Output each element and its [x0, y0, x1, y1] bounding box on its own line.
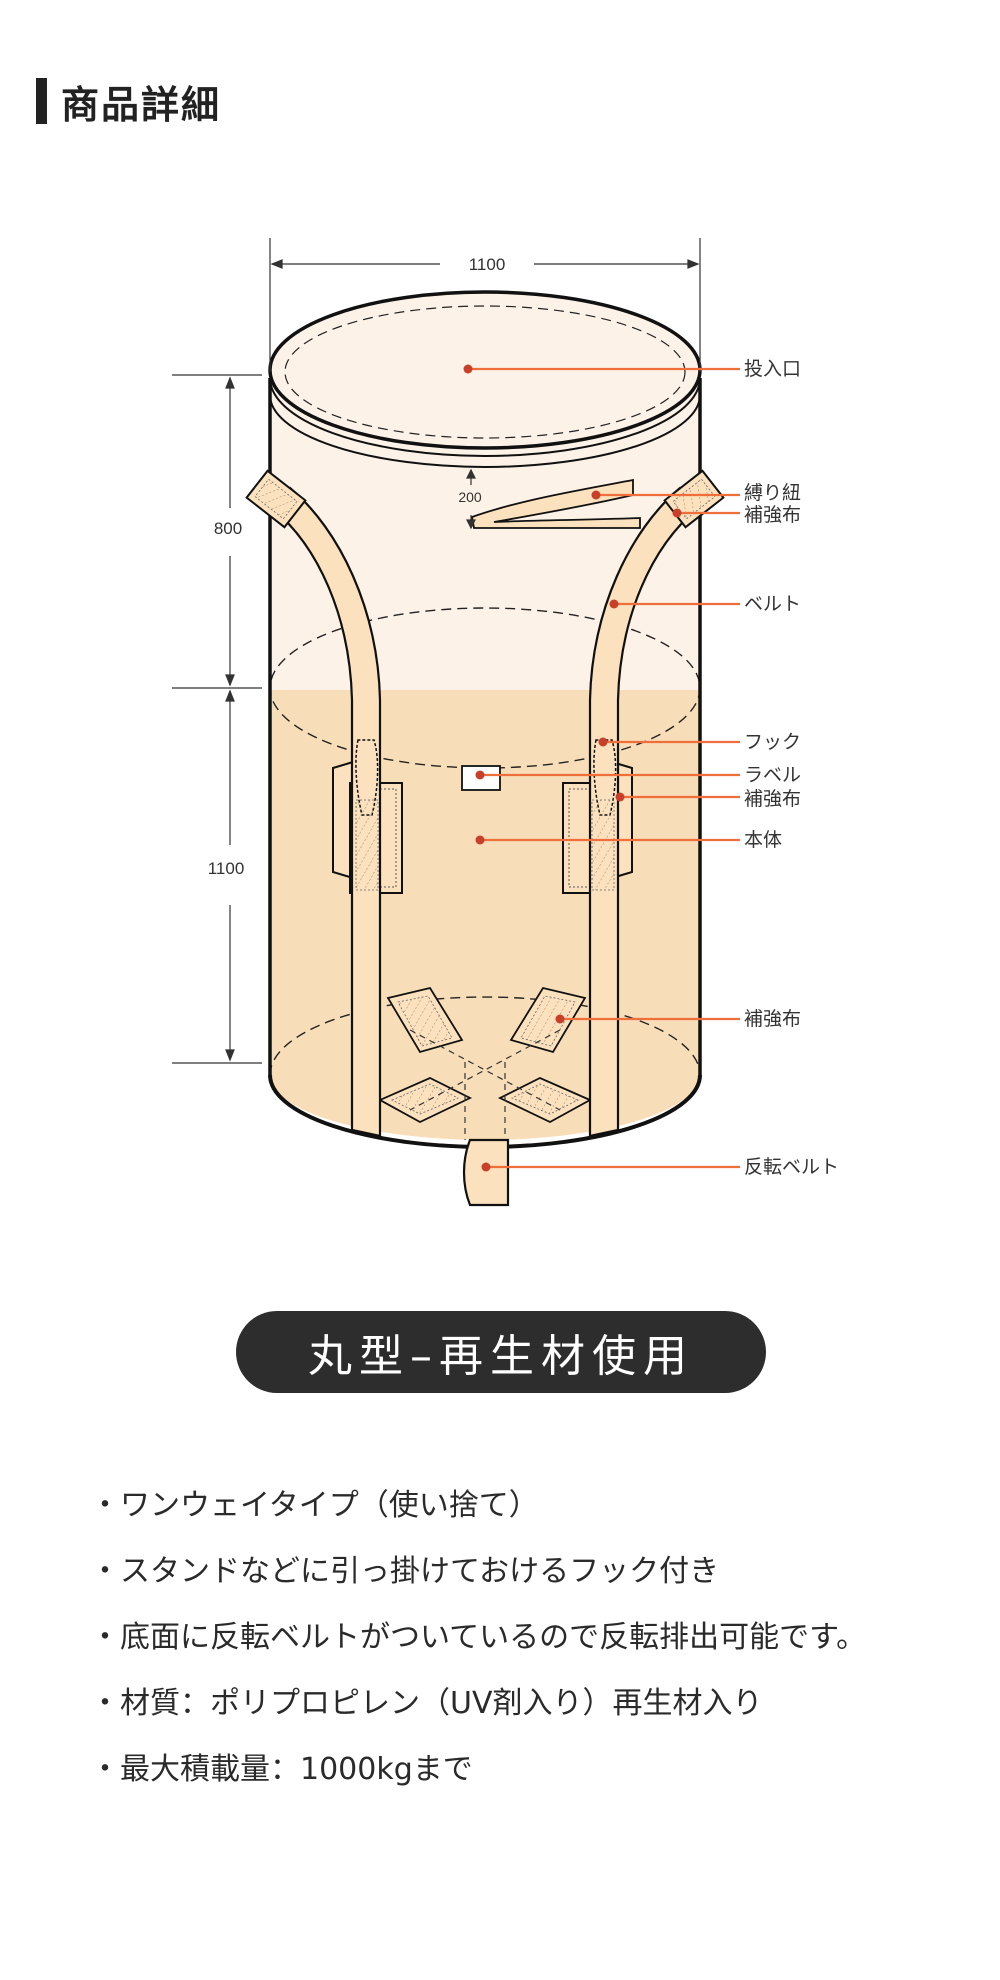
title-accent-bar — [36, 78, 47, 124]
label-tie-string: 縛り紐 — [744, 482, 801, 504]
dimension-lines — [172, 238, 701, 1064]
label-reinforcement-bottom: 補強布 — [744, 1008, 801, 1030]
feature-item: 材質：ポリプロピレン（UV剤入り）再生材入り — [90, 1686, 866, 1722]
type-badge: 丸型–再生材使用 — [236, 1311, 766, 1393]
dim-tie-offset-text: 200 — [458, 489, 482, 505]
section-title: 商品詳細 — [36, 78, 221, 127]
label-label: ラベル — [744, 764, 801, 786]
leader-dots — [463, 364, 682, 1172]
feature-list: ワンウェイタイプ（使い捨て） スタンドなどに引っ掛けておけるフック付き 底面に反… — [90, 1488, 866, 1818]
bag-lower-body — [270, 690, 700, 1140]
label-reverse-belt: 反転ベルト — [744, 1156, 839, 1178]
left-belt — [266, 486, 382, 1138]
feature-item: ワンウェイタイプ（使い捨て） — [90, 1488, 866, 1524]
leader-lines — [468, 367, 740, 1169]
dim-width-text: 1100 — [469, 255, 506, 274]
bag-upper-body — [270, 378, 700, 690]
feature-item: スタンドなどに引っ掛けておけるフック付き — [90, 1554, 866, 1590]
section-title-text: 商品詳細 — [61, 82, 222, 127]
top-inner-rim — [269, 377, 701, 457]
label-reinforcement-top: 補強布 — [744, 504, 801, 526]
label-reinforcement-mid: 補強布 — [744, 788, 801, 810]
label-hook: フック — [744, 731, 801, 753]
feature-item: 底面に反転ベルトがついているので反転排出可能です。 — [90, 1620, 866, 1656]
label-body: 本体 — [744, 829, 782, 851]
label-belt: ベルト — [744, 593, 801, 615]
reverse-belt-shape — [462, 1138, 510, 1207]
label-inlet: 投入口 — [744, 358, 801, 380]
dim-upper-height-text: 800 — [214, 519, 242, 538]
feature-item: 最大積載量：1000kgまで — [90, 1752, 866, 1788]
bottom-dashed-ellipse — [269, 996, 701, 1076]
right-belt — [588, 486, 704, 1138]
bottom-reinforcement-patches — [377, 986, 593, 1140]
bag-diagram: 1100 800 1100 200 投入口 縛り紐 補強布 ベルト フック ラベ… — [172, 238, 839, 1207]
dim-lower-height-text: 1100 — [208, 859, 245, 878]
inlet-dashed-seam — [284, 305, 686, 439]
top-rim-band — [269, 394, 701, 468]
